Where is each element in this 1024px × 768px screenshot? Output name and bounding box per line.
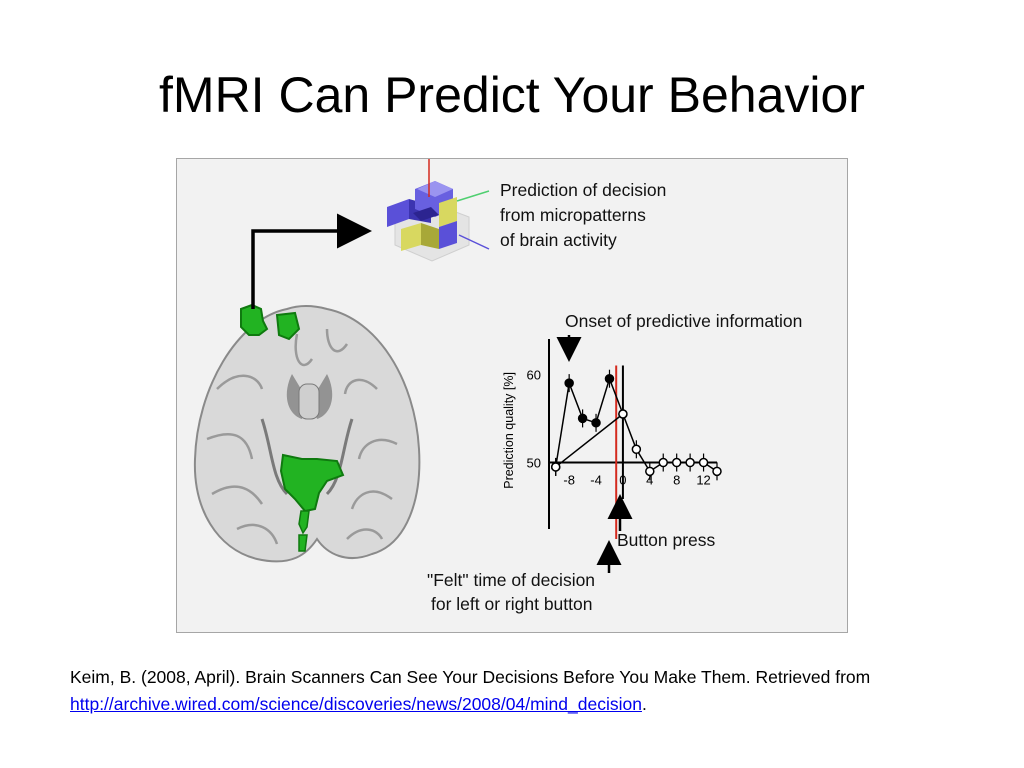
green-pointer-line [456, 190, 490, 202]
chart-data-point [712, 466, 722, 477]
prediction-label-line1: Prediction of decision [500, 180, 667, 200]
chart-data-point [658, 457, 668, 468]
prediction-label-line2: from micropatterns [500, 205, 646, 225]
chart-data-point [618, 409, 628, 419]
chart-series-line [554, 376, 624, 468]
chart-x-tick-label: -8 [563, 473, 575, 488]
felt-time-label-line1: "Felt" time of decision [427, 570, 596, 590]
chart-x-tick-label: 0 [619, 473, 626, 488]
chart-data-point [645, 466, 655, 477]
citation-period: . [641, 694, 647, 714]
connector-arrow [251, 213, 372, 309]
chart-y-tick-label: 50 [527, 456, 541, 471]
chart-data-point [671, 457, 682, 468]
chart-y-tick-label: 60 [527, 367, 541, 382]
chart-data-point [604, 373, 615, 384]
prediction-label-line3: of brain activity [500, 230, 617, 250]
onset-label: Onset of predictive information [565, 311, 803, 331]
citation-link[interactable]: http://archive.wired.com/science/discove… [70, 694, 642, 714]
chart-data-point [631, 444, 642, 455]
chart-data-point [698, 457, 709, 468]
chart-y-axis-label: Prediction quality [%] [502, 372, 516, 489]
blue-pointer-line [458, 234, 490, 250]
chart-data-point [591, 418, 601, 428]
brain-slice [193, 305, 421, 563]
brain-activity-regions [240, 303, 345, 552]
citation: Keim, B. (2008, April). Brain Scanners C… [70, 664, 970, 718]
voxel-cube-icon [387, 181, 470, 262]
button-press-label: Button press [617, 530, 716, 550]
felt-time-label-line2: for left or right button [431, 594, 593, 614]
chart-x-tick-label: -4 [590, 473, 602, 488]
slide-title: fMRI Can Predict Your Behavior [159, 67, 865, 123]
chart-data-point [550, 462, 561, 472]
chart-data-point [564, 378, 574, 388]
chart-data-point [577, 413, 588, 424]
chart-x-tick-label: 12 [696, 473, 710, 488]
chart-x-tick-label: 8 [673, 473, 680, 488]
chart-data-point [685, 457, 695, 468]
citation-text: Keim, B. (2008, April). Brain Scanners C… [70, 667, 871, 687]
